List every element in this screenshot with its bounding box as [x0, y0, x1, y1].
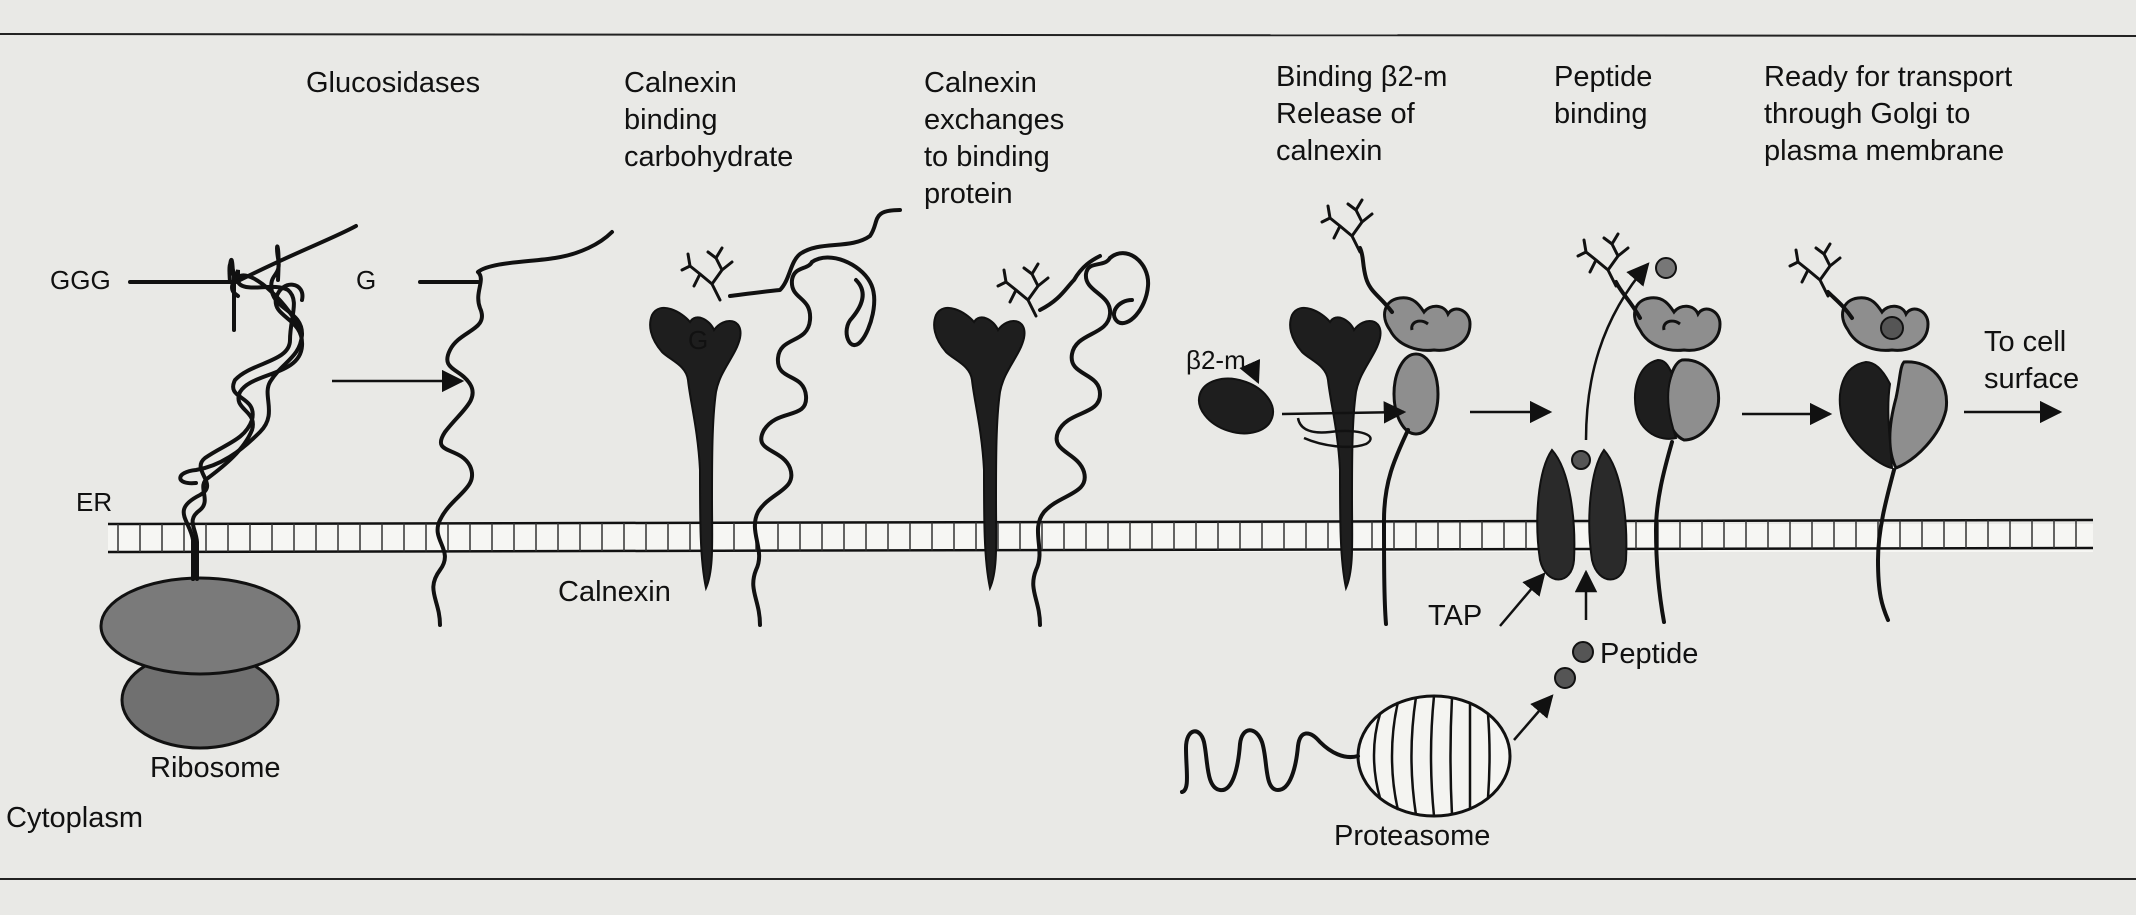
glycan-5: [1320, 198, 1374, 254]
tap-transporter: [1536, 448, 1628, 581]
calnexin-5: [1289, 306, 1382, 592]
peptide-dot-2: [1572, 641, 1594, 663]
mhc-heavy-chain-7: [1838, 296, 1949, 470]
polypeptide-2: [418, 230, 614, 627]
ribosome: [99, 576, 301, 750]
arrow-b2m: [1281, 401, 1407, 424]
label-g: G: [356, 265, 377, 295]
label-g-calnexin: G: [688, 325, 709, 355]
glycan-7: [1788, 242, 1842, 298]
polypeptide-3: [728, 208, 902, 627]
unfolded-protein: [1180, 728, 1360, 794]
glycan-3: [680, 246, 734, 302]
polypeptide-5: [1358, 246, 1410, 626]
arrow-up-from-tap: [1584, 262, 1650, 441]
label-peptide: Peptide: [1600, 638, 1699, 670]
b2m-domain: [1197, 377, 1275, 435]
polypeptide-7: [1826, 290, 1896, 622]
arrow-proteasome: [1513, 694, 1554, 741]
mhc-heavy-chain-6: [1633, 296, 1722, 442]
label-er: ER: [76, 487, 113, 517]
polypeptide-1: [190, 282, 305, 581]
label-b2m: β2-m: [1186, 345, 1246, 375]
label-cytoplasm: Cytoplasm: [6, 802, 143, 834]
polypeptide-1-top: [128, 224, 358, 332]
label-ribosome: Ribosome: [150, 752, 281, 784]
proteasome: [1356, 694, 1512, 818]
label-ggg: GGG: [50, 265, 111, 295]
calnexin-3: [649, 306, 742, 592]
polypeptide-6: [1614, 280, 1674, 624]
arrow-tap-label: [1499, 572, 1546, 627]
b2m-swirl: [1296, 417, 1372, 449]
chain-1-clean: [180, 260, 181, 261]
peptide-free-6: [1655, 257, 1677, 279]
glycan-6: [1576, 232, 1630, 288]
step-glucosidases: Glucosidases: [306, 67, 481, 99]
arrow-b2m-label: [1239, 358, 1261, 385]
label-proteasome: Proteasome: [1334, 820, 1491, 852]
polypeptide-4: [1031, 251, 1151, 627]
label-calnexin: Calnexin: [558, 576, 671, 608]
nascent-chain-1: [178, 244, 305, 581]
peptide-dot-1: [1554, 667, 1576, 689]
er-membrane: [107, 518, 2094, 554]
mhc-heavy-chain-5: [1383, 296, 1472, 436]
calnexin-4: [933, 306, 1026, 592]
label-tap: TAP: [1428, 600, 1483, 632]
arrows: [332, 262, 2063, 741]
top-border: [0, 33, 2136, 37]
